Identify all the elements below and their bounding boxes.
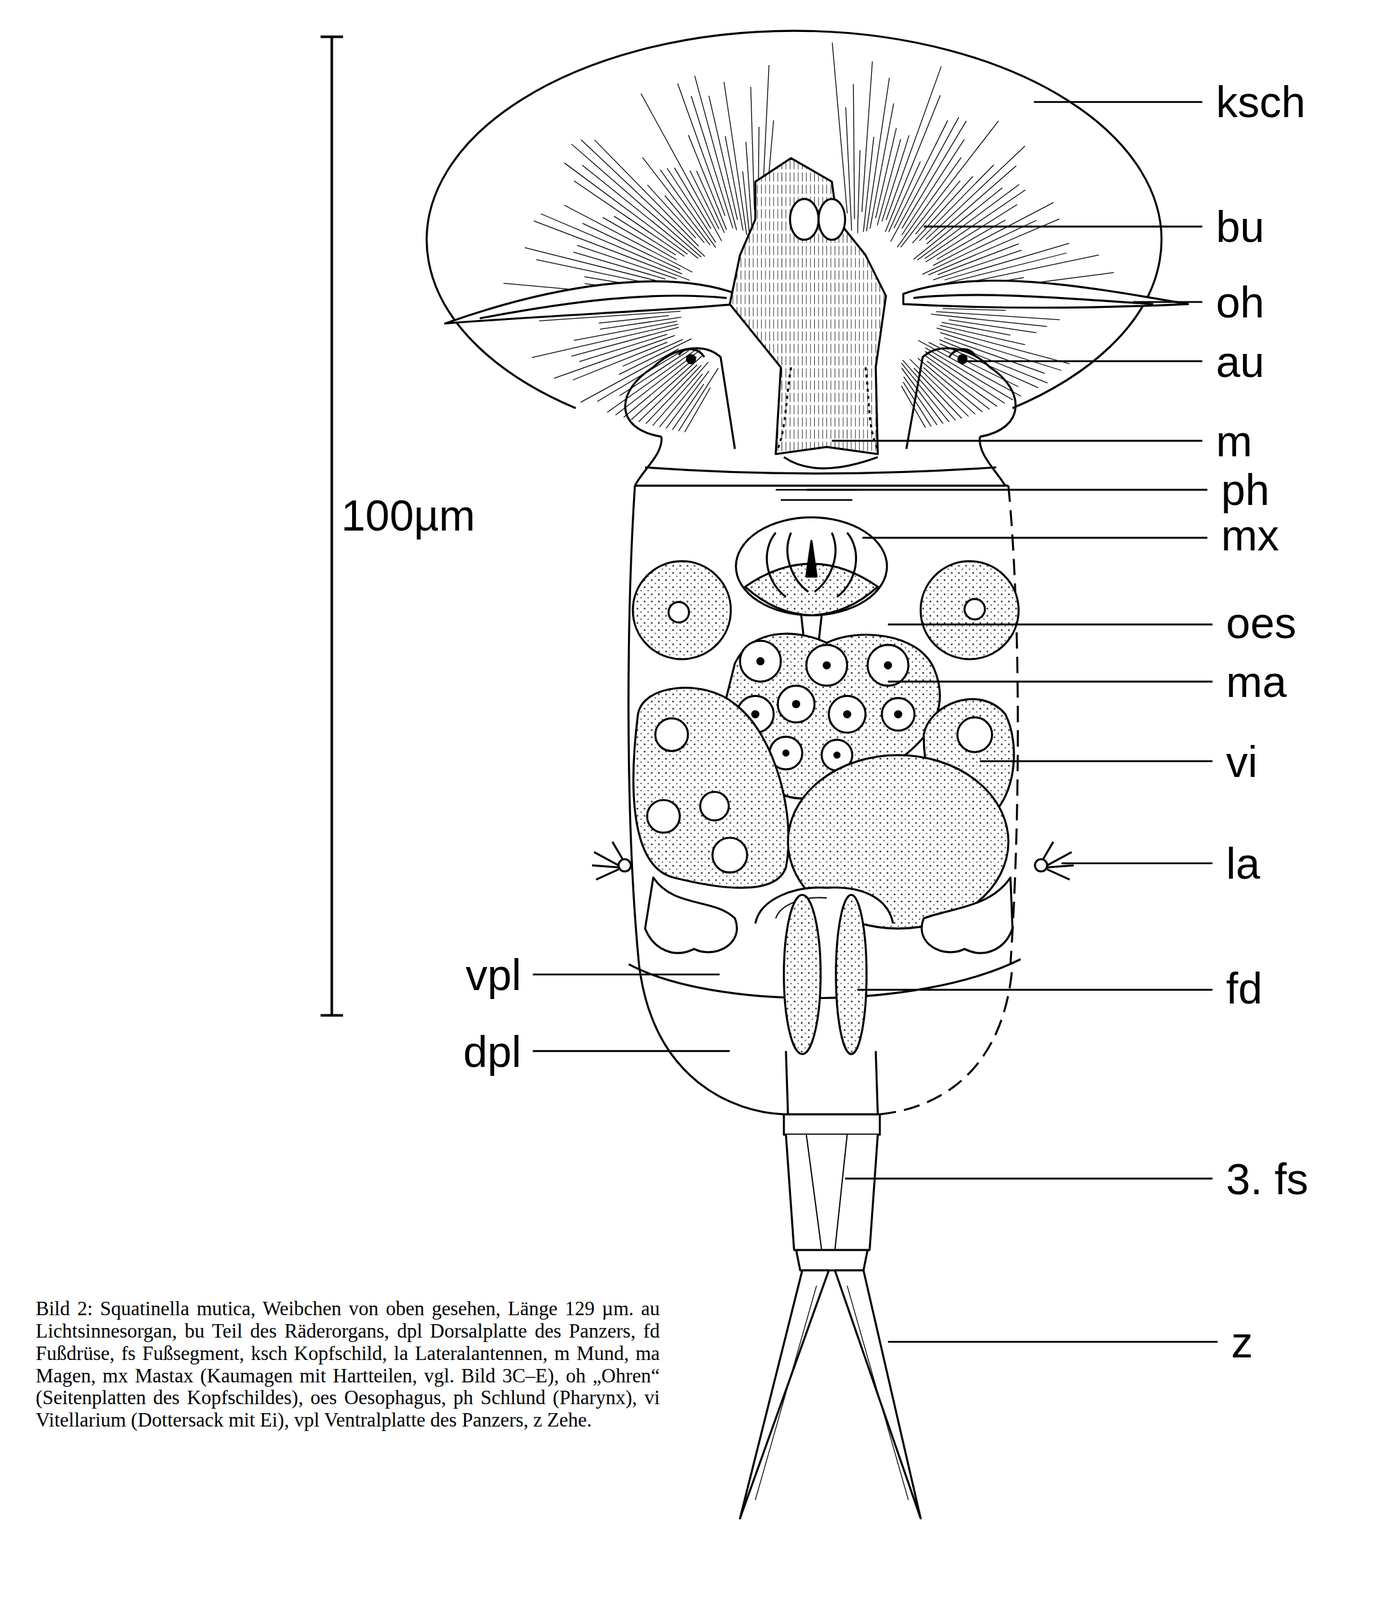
cilium <box>900 120 999 248</box>
part-label: 100µm <box>339 493 477 538</box>
cilium <box>660 384 705 448</box>
cilium <box>897 157 962 248</box>
cilium <box>926 361 1011 426</box>
cilium <box>917 184 1019 260</box>
cilium <box>694 75 737 230</box>
part-label: vpl <box>464 953 523 997</box>
rotifer-body <box>426 30 1188 1519</box>
part-label: m <box>1214 419 1254 463</box>
cilium <box>599 317 682 330</box>
cilium <box>666 168 716 243</box>
cilium <box>602 217 678 260</box>
cilium <box>939 325 1025 345</box>
cilium <box>579 334 667 362</box>
cilium <box>939 339 1066 391</box>
part-label: ph <box>1219 467 1272 512</box>
part-label: la <box>1225 841 1262 886</box>
cilium <box>901 362 987 469</box>
leader-lines <box>532 101 1218 1342</box>
cilium <box>882 135 909 222</box>
cilium <box>723 81 747 235</box>
cilium <box>531 324 678 358</box>
cilium <box>894 120 948 229</box>
cilium <box>917 358 1041 461</box>
cilium <box>574 181 685 257</box>
part-label: mx <box>1219 513 1281 557</box>
cilium <box>627 387 711 531</box>
cilium <box>942 308 1007 311</box>
part-label: vi <box>1225 739 1260 784</box>
cilium <box>665 195 705 243</box>
cilium <box>745 142 753 232</box>
cilium <box>885 95 941 232</box>
cilium <box>571 327 680 356</box>
cilium <box>574 321 678 341</box>
cilium <box>750 87 755 210</box>
cilium <box>618 338 692 375</box>
cilium <box>598 315 669 324</box>
cilium <box>857 150 861 233</box>
cilium <box>935 311 1060 321</box>
cilium <box>919 164 994 241</box>
part-label: ksch <box>1214 80 1308 124</box>
cilium <box>925 355 1032 431</box>
part-label: au <box>1214 339 1267 384</box>
cilium <box>630 364 698 430</box>
cilium <box>941 322 1011 336</box>
cilium <box>861 61 872 212</box>
cilium <box>875 128 897 219</box>
cilium <box>572 342 668 381</box>
cilium <box>582 223 681 271</box>
cilium <box>638 371 710 466</box>
cilium <box>640 93 722 241</box>
part-label: 3. fs <box>1225 1157 1311 1201</box>
cilium <box>661 368 719 458</box>
cilium <box>912 176 973 244</box>
cilium <box>903 377 968 470</box>
cilium <box>925 204 1018 263</box>
cilium <box>581 139 705 257</box>
cilium <box>853 83 855 219</box>
cilium <box>647 184 697 239</box>
cilium <box>554 335 676 379</box>
cilium <box>922 220 1037 274</box>
cilium <box>931 314 1048 327</box>
cilium <box>923 367 989 426</box>
cilium <box>708 96 738 221</box>
part-label: z <box>1230 1320 1255 1364</box>
cilium <box>901 385 947 464</box>
cilium <box>946 252 1068 283</box>
cilium <box>623 356 697 418</box>
cilium <box>845 107 852 232</box>
cilium <box>933 202 1054 266</box>
part-label: fd <box>1225 966 1265 1011</box>
cilium <box>913 188 1003 260</box>
part-label: ma <box>1225 659 1288 704</box>
cilium <box>691 96 733 229</box>
part-label: oes <box>1225 601 1299 645</box>
cilium <box>924 190 1026 259</box>
part-label: bu <box>1214 204 1267 249</box>
cilium <box>910 359 970 418</box>
cilium <box>613 216 676 256</box>
part-label: dpl <box>462 1029 523 1074</box>
cilium <box>677 83 726 217</box>
figure-caption: Bild 2: Squatinella mutica, Weibchen von… <box>35 1298 660 1432</box>
part-label: oh <box>1214 280 1267 324</box>
cilium <box>565 348 679 411</box>
cilium <box>832 42 847 214</box>
cilium <box>540 213 683 274</box>
cilium <box>568 350 696 440</box>
